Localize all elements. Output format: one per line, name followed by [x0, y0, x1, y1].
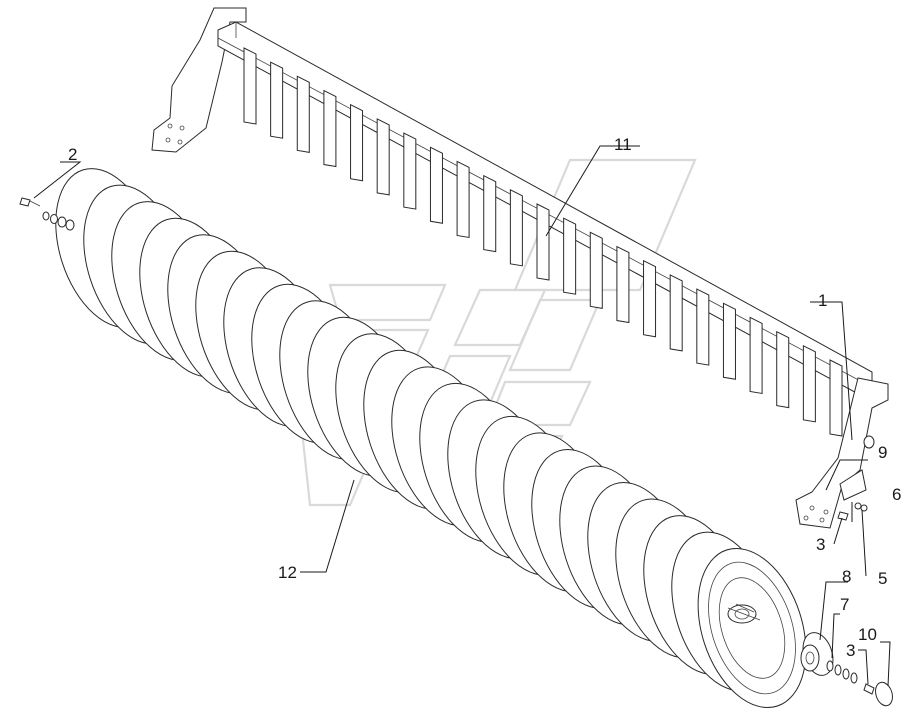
- part-1-pin: [863, 435, 875, 449]
- tine: [403, 132, 417, 210]
- roller-end-rim: [697, 547, 807, 709]
- left-bolt-assembly: [19, 197, 75, 231]
- tine: [696, 288, 710, 366]
- tine: [536, 203, 550, 281]
- hardware-parts: [19, 197, 893, 707]
- tine: [296, 75, 310, 153]
- tine: [243, 47, 257, 125]
- callout-labels: 2 11 1 9 6 3 5 8 7 3 10 12: [68, 135, 901, 660]
- tine: [563, 217, 577, 295]
- tine: [669, 274, 683, 352]
- tine: [829, 359, 843, 437]
- part-3-end-bolt: [863, 683, 875, 695]
- callout-2: 2: [68, 145, 77, 164]
- callout-leaders: [33, 145, 891, 687]
- tine: [350, 103, 364, 182]
- tine: [483, 174, 497, 253]
- tine: [802, 345, 816, 423]
- part-7-washer: [826, 660, 834, 672]
- roller-hub: [727, 604, 757, 624]
- callout-11: 11: [614, 135, 632, 154]
- callout-3-lower: 3: [846, 641, 855, 660]
- tine: [323, 89, 337, 168]
- right-bracket: [795, 377, 889, 529]
- callout-6: 6: [892, 485, 901, 504]
- part-6-nut: [860, 504, 868, 512]
- callout-10: 10: [858, 625, 877, 644]
- tine: [376, 118, 390, 196]
- bearing-housing: [800, 644, 820, 672]
- tine: [776, 330, 790, 409]
- part-9-plate: [839, 469, 867, 501]
- tine: [643, 259, 657, 338]
- press-roller: [55, 168, 807, 709]
- callout-12: 12: [278, 563, 297, 582]
- part-3-bolt: [837, 511, 849, 521]
- tine: [722, 302, 736, 380]
- callout-9: 9: [878, 443, 887, 462]
- tine: [429, 146, 443, 224]
- tine: [509, 189, 523, 267]
- callout-8: 8: [842, 567, 851, 586]
- callout-5: 5: [878, 569, 887, 588]
- tine: [616, 245, 630, 324]
- right-fasteners: [837, 435, 875, 521]
- callout-3-upper: 3: [816, 535, 825, 554]
- callout-7: 7: [840, 595, 849, 614]
- bearing-assembly: [800, 632, 893, 707]
- tine: [456, 160, 470, 239]
- tine-bar-frame: [151, 7, 889, 529]
- part-10-cap: [875, 681, 893, 707]
- tine: [589, 231, 603, 309]
- tine-row: [243, 47, 843, 437]
- callout-1: 1: [818, 291, 827, 310]
- tine: [749, 316, 763, 395]
- part-5-washer: [854, 502, 862, 510]
- tine: [270, 61, 284, 139]
